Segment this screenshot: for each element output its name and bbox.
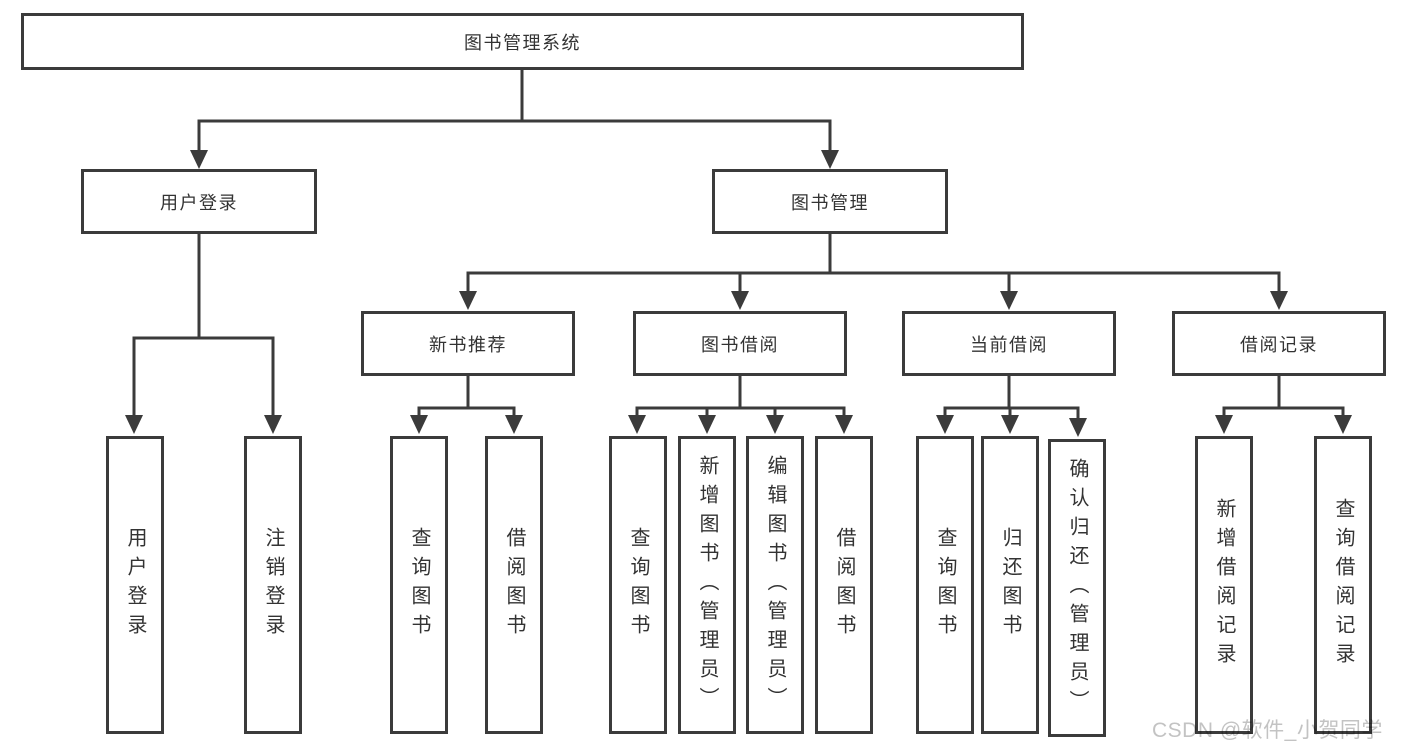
node-book-mgmt: 图书管理 — [712, 169, 948, 234]
node-confirm-return-admin: 确认归还（管理员） — [1048, 439, 1106, 737]
node-current-borrow: 当前借阅 — [902, 311, 1116, 376]
node-root-label: 图书管理系统 — [464, 32, 581, 53]
connector-new-book-to-children — [417, 376, 516, 416]
arrowhead — [731, 291, 749, 310]
connector-book-borrow-to-children — [635, 376, 846, 416]
node-query-books-current: 查询图书 — [916, 436, 974, 734]
node-new-book-recommend-label: 新书推荐 — [429, 334, 507, 355]
arrowhead — [1000, 291, 1018, 310]
arrowhead — [410, 415, 428, 434]
node-borrow-books-recommend-label: 借阅图书 — [503, 527, 525, 643]
node-edit-book-admin: 编辑图书（管理员） — [746, 436, 804, 734]
node-borrow-records: 借阅记录 — [1172, 311, 1386, 376]
arrowhead — [505, 415, 523, 434]
node-root: 图书管理系统 — [21, 13, 1024, 70]
node-add-book-admin: 新增图书（管理员） — [678, 436, 736, 734]
node-current-borrow-label: 当前借阅 — [970, 334, 1048, 355]
node-add-borrow-record: 新增借阅记录 — [1195, 436, 1253, 734]
node-user-login-label: 用户登录 — [160, 192, 238, 213]
node-return-book: 归还图书 — [981, 436, 1039, 734]
arrowhead — [821, 150, 839, 169]
connector-root-to-level2 — [197, 69, 832, 151]
node-user-login: 用户登录 — [81, 169, 317, 234]
arrowhead — [125, 415, 143, 434]
arrowhead — [766, 415, 784, 434]
arrowhead — [1270, 291, 1288, 310]
node-query-borrow-record-label: 查询借阅记录 — [1332, 498, 1354, 672]
node-add-borrow-record-label: 新增借阅记录 — [1213, 498, 1235, 672]
arrowhead — [264, 415, 282, 434]
node-borrow-books-action: 借阅图书 — [815, 436, 873, 734]
arrowhead — [1215, 415, 1233, 434]
node-logout-action-label: 注销登录 — [262, 527, 284, 643]
arrowhead — [459, 291, 477, 310]
connector-book-mgmt-to-level3 — [466, 233, 1281, 292]
node-query-borrow-record: 查询借阅记录 — [1314, 436, 1372, 734]
node-query-books-borrow: 查询图书 — [609, 436, 667, 734]
node-logout-action: 注销登录 — [244, 436, 302, 734]
arrowhead — [835, 415, 853, 434]
arrowhead — [936, 415, 954, 434]
node-login-action: 用户登录 — [106, 436, 164, 734]
node-query-books-borrow-label: 查询图书 — [627, 527, 649, 643]
connector-current-borrow-to-children — [943, 376, 1080, 419]
node-book-borrow: 图书借阅 — [633, 311, 847, 376]
node-borrow-books-action-label: 借阅图书 — [833, 527, 855, 643]
node-add-book-admin-label: 新增图书（管理员） — [696, 454, 718, 716]
arrowhead — [1334, 415, 1352, 434]
node-new-book-recommend: 新书推荐 — [361, 311, 575, 376]
node-return-book-label: 归还图书 — [999, 527, 1021, 643]
node-query-books-current-label: 查询图书 — [934, 527, 956, 643]
node-book-mgmt-label: 图书管理 — [791, 192, 869, 213]
arrowhead — [628, 415, 646, 434]
node-query-books-recommend: 查询图书 — [390, 436, 448, 734]
arrowhead — [698, 415, 716, 434]
connector-user-login-to-children — [132, 233, 275, 416]
node-confirm-return-admin-label: 确认归还（管理员） — [1066, 457, 1088, 719]
node-login-action-label: 用户登录 — [124, 527, 146, 643]
arrowhead — [1001, 415, 1019, 434]
watermark-csdn: CSDN @软件_小贺同学 — [1152, 719, 1383, 742]
node-borrow-books-recommend: 借阅图书 — [485, 436, 543, 734]
node-query-books-recommend-label: 查询图书 — [408, 527, 430, 643]
node-borrow-records-label: 借阅记录 — [1240, 334, 1318, 355]
arrowhead — [1069, 418, 1087, 437]
node-book-borrow-label: 图书借阅 — [701, 334, 779, 355]
arrowhead — [190, 150, 208, 169]
connector-borrow-records-to-children — [1222, 376, 1345, 416]
node-edit-book-admin-label: 编辑图书（管理员） — [764, 454, 786, 716]
